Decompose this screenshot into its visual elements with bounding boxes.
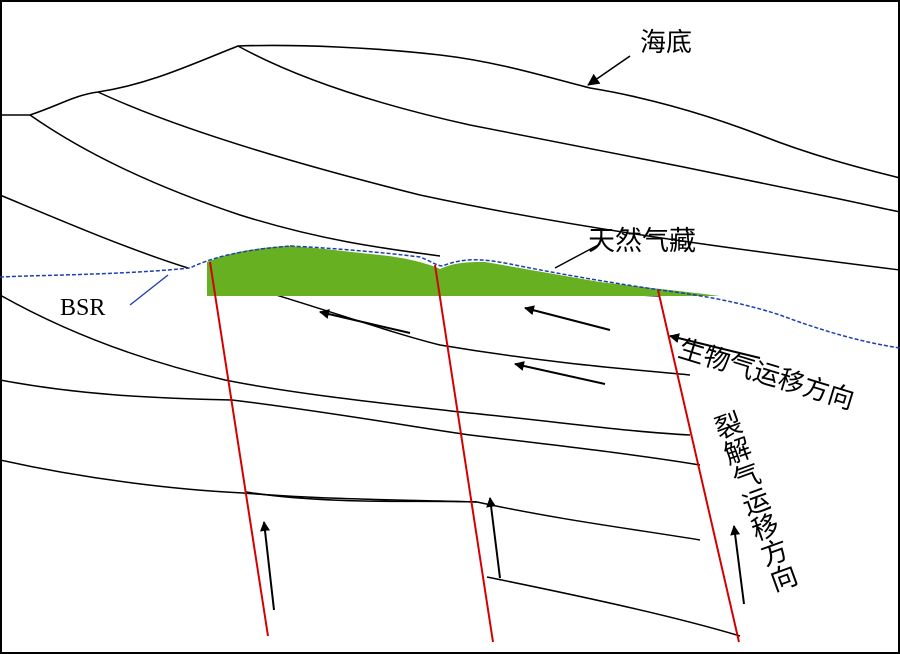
fault-left <box>209 261 269 637</box>
stratum-1 <box>237 45 900 213</box>
stratum-10 <box>486 576 741 637</box>
stratum-11 <box>245 491 478 503</box>
seafloor-label: 海底 <box>640 28 693 58</box>
stratum-7 <box>0 294 691 436</box>
seafloor-pointer-icon <box>587 55 631 86</box>
gas-reservoir-fill <box>207 246 720 296</box>
arrow-icon <box>669 333 761 359</box>
stratum-3 <box>29 114 441 257</box>
arrow-icon <box>730 525 745 605</box>
fault-right <box>657 289 740 643</box>
arrow-icon <box>260 521 275 611</box>
seafloor-line <box>0 44 900 179</box>
stratum-6 <box>209 275 691 376</box>
gas-reservoir-label: 天然气藏 <box>588 226 696 257</box>
stratum-9 <box>0 459 701 541</box>
arrow-icon <box>514 361 606 385</box>
bsr-label: BSR <box>60 295 106 321</box>
biogenic-migration-arrows <box>319 305 761 385</box>
thermogenic-migration-arrows <box>260 497 745 611</box>
stratum-2 <box>97 91 900 271</box>
fault-middle <box>434 264 494 643</box>
strata-layers <box>0 45 900 637</box>
arrow-icon <box>319 309 411 334</box>
arrow-icon <box>486 497 501 579</box>
arrow-icon <box>524 305 611 331</box>
gas-pointer-line <box>554 243 601 269</box>
stratum-8 <box>0 379 701 466</box>
stratum-4 <box>0 194 189 269</box>
faults <box>209 261 740 643</box>
bsr-pointer-line <box>129 274 169 306</box>
bsr-line <box>0 245 900 349</box>
